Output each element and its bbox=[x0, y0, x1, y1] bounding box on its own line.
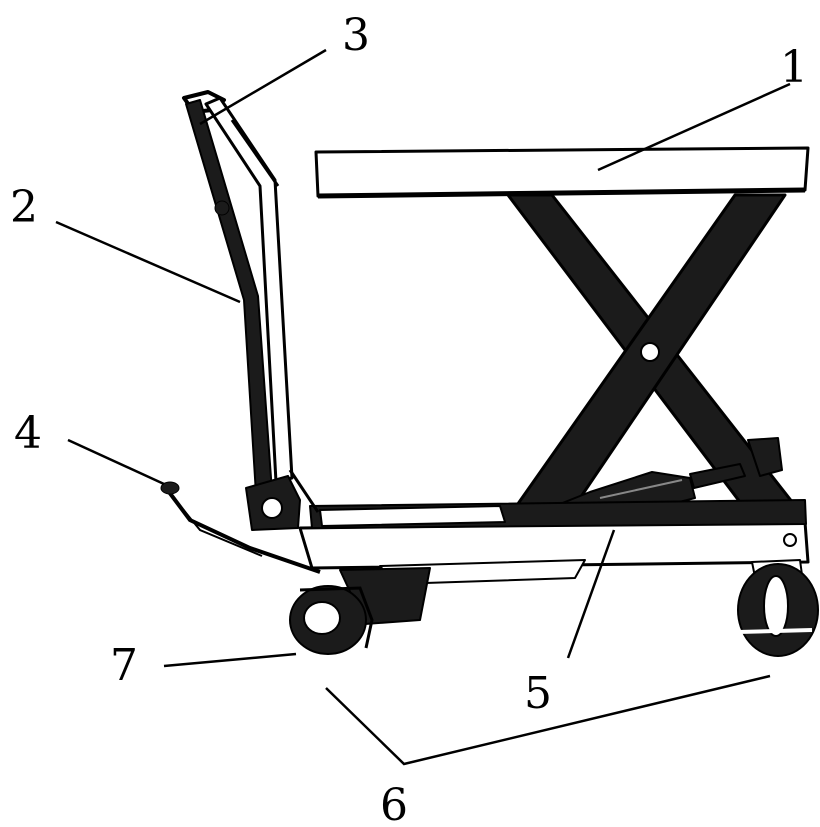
callout-labels: 1 2 3 4 5 6 7 bbox=[10, 10, 808, 827]
callout-7: 7 bbox=[110, 640, 138, 691]
callout-5: 5 bbox=[524, 668, 552, 719]
leader-line-1 bbox=[597, 82, 791, 172]
leader-line-6 bbox=[325, 674, 771, 766]
callout-1: 1 bbox=[780, 42, 808, 93]
callout-6: 6 bbox=[380, 780, 408, 827]
foot-pedal bbox=[160, 481, 321, 574]
leader-line-5 bbox=[566, 529, 616, 659]
leader-line-3 bbox=[199, 48, 327, 126]
leader-line-4 bbox=[67, 438, 165, 486]
callout-3: 3 bbox=[342, 10, 370, 61]
table-platform bbox=[314, 146, 810, 199]
front-caster-wheel bbox=[289, 585, 374, 655]
leader-lines bbox=[55, 48, 791, 766]
callout-2: 2 bbox=[10, 182, 38, 233]
base-chassis bbox=[298, 499, 810, 625]
callout-4: 4 bbox=[14, 408, 42, 459]
rear-wheel bbox=[737, 559, 819, 657]
leader-line-2 bbox=[55, 220, 241, 304]
push-handle bbox=[182, 90, 320, 531]
leader-line-7 bbox=[163, 652, 297, 668]
